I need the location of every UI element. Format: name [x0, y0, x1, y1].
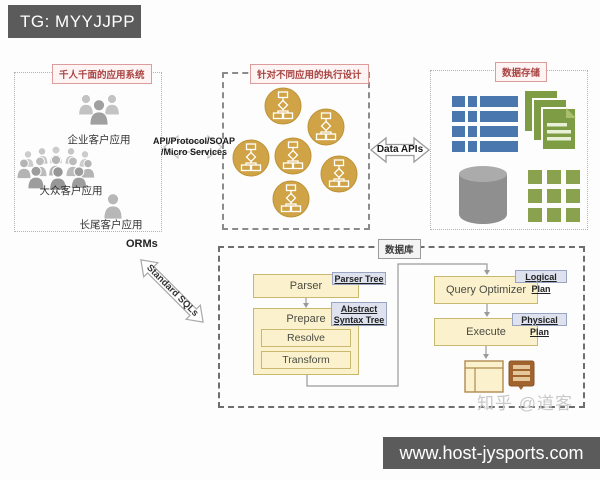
orms-label: ORMs — [126, 238, 158, 250]
transform-box: Transform — [261, 351, 351, 369]
standard-sqls-arrow: Standard SQLs — [130, 249, 213, 332]
table-storage-icon — [452, 96, 518, 152]
top-left-badge-text: TG: MYYJJPP — [20, 11, 136, 31]
plan-circle-6 — [273, 181, 309, 217]
api-arrow-label-line2: /Micro Services — [160, 147, 228, 157]
standard-sqls-label: Standard SQLs — [144, 262, 201, 319]
double-arrow-icon — [140, 259, 204, 323]
plan-circle-5 — [321, 156, 357, 192]
api-arrow-label: API/Protocol/SOAP /Micro Services — [150, 136, 238, 158]
ast-tag-line2: Syntax Tree — [333, 315, 385, 325]
bottom-right-badge-text: www.host-jysports.com — [399, 442, 584, 463]
plan-circle-4 — [275, 138, 311, 174]
app-system-title: 千人千面的应用系统 — [52, 64, 152, 84]
plan-circle-2 — [308, 109, 344, 145]
grid-storage-icon — [528, 170, 580, 222]
longtail-user-label: 长尾客户应用 — [79, 219, 143, 231]
bottom-right-badge: www.host-jysports.com — [383, 437, 600, 469]
ast-tag-line1: Abstract — [340, 304, 378, 314]
documents-storage-icon — [523, 89, 577, 151]
abstract-syntax-tree-tag: Abstract Syntax Tree — [331, 302, 387, 326]
data-apis-double-arrow-icon — [369, 136, 431, 164]
database-title: 数据库 — [378, 239, 421, 259]
physical-plan-tag: Physical Plan — [512, 313, 567, 337]
execution-design-title: 针对不同应用的执行设计 — [250, 64, 369, 84]
logical-plan-tag: Logical Plan — [515, 270, 567, 294]
data-apis-label: Data APIs — [376, 144, 424, 155]
enterprise-users-label: 企业客户应用 — [67, 134, 131, 146]
plan-circle-3 — [233, 140, 269, 176]
resolve-box: Resolve — [261, 329, 351, 347]
execution-plan-circles — [222, 80, 370, 230]
output-list-icon — [508, 360, 535, 390]
mass-users-label: 大众客户应用 — [39, 185, 103, 197]
watermark-text: 知乎 @道客 — [477, 394, 573, 413]
top-left-badge: TG: MYYJJPP — [8, 5, 141, 38]
enterprise-users-icon — [78, 93, 120, 126]
api-arrow-label-line1: API/Protocol/SOAP — [152, 136, 235, 146]
data-storage-title: 数据存储 — [495, 62, 548, 82]
plan-circle-1 — [265, 88, 301, 124]
database-cylinder-icon — [459, 166, 507, 224]
longtail-user-icon — [103, 192, 123, 220]
parser-tree-tag: Parser Tree — [332, 272, 386, 285]
